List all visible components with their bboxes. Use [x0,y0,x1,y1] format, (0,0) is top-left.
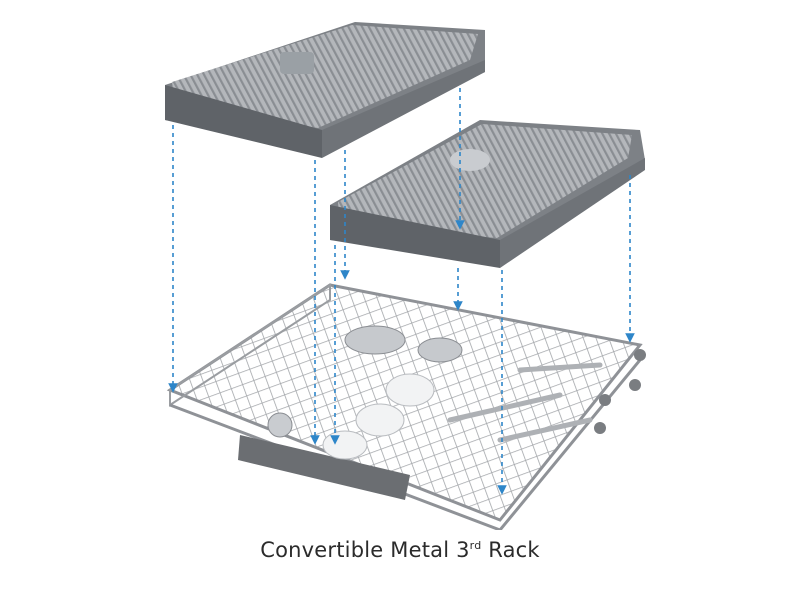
upper-right-cutlery-tray [330,120,645,268]
lower-wire-rack [166,283,646,530]
caption-main: Convertible Metal 3 [260,538,470,562]
caption: Convertible Metal 3rd Rack [0,538,800,562]
caption-superscript: rd [469,539,482,552]
upper-left-cutlery-tray [165,22,485,158]
guide-arrows [168,88,635,495]
rack-illustration [165,22,646,530]
caption-suffix: Rack [481,538,540,562]
